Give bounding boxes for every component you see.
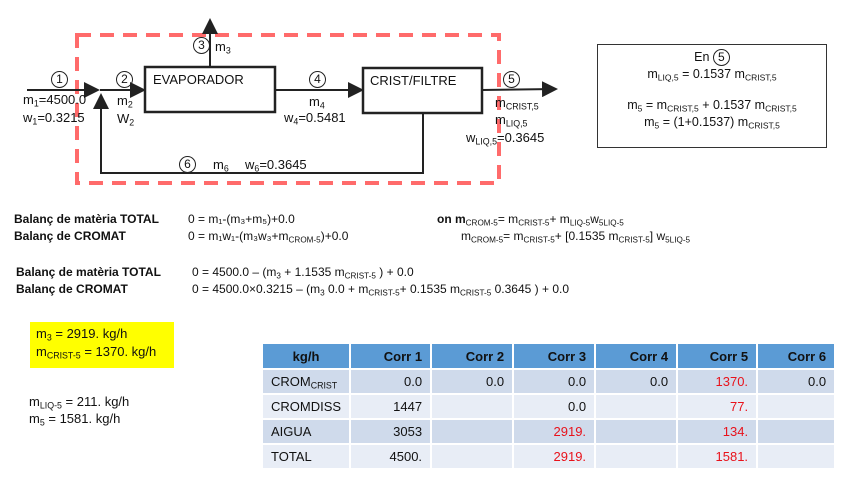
equation-cromat-1: 0 = m₁w₁-(m₃w₃+mCROM-5)+0.0 (188, 229, 349, 245)
table-cell: 1370. (676, 368, 759, 395)
infobox-line-2: m5 = mCRIST,5 + 0.1537 mCRIST,5 (627, 98, 797, 114)
table-cell (756, 393, 837, 420)
table-cell: 0.0 (349, 368, 433, 395)
header-corr-2: Corr 2 (430, 342, 515, 370)
stream-number-1: 1 (51, 71, 68, 88)
evaporator-box (143, 65, 277, 114)
table-cell: 0.0 (512, 368, 597, 395)
result-mliq5: mLIQ-5 = 211. kg/h (29, 394, 130, 411)
stream-5-liq-mass: mLIQ,5 (495, 112, 528, 129)
table-cell: 0.0 (430, 368, 515, 395)
table-cell: 1447 (349, 393, 433, 420)
table-cell (594, 443, 679, 470)
table-cell: 1581. (676, 443, 759, 470)
infobox-title: En 5 (598, 49, 826, 66)
evaporator-label: EVAPORADOR (153, 72, 244, 87)
table-cell: 0.0 (594, 368, 679, 395)
result-m5: m5 = 1581. kg/h (29, 411, 121, 428)
row-label: TOTAL (260, 443, 352, 470)
table-cell: 0.0 (512, 393, 597, 420)
equation-cromat-2: 0 = 4500.0×0.3215 – (m3 0.0 + mCRIST-5+ … (192, 282, 570, 298)
header-corr-5: Corr 5 (676, 342, 759, 370)
table-cell (594, 418, 679, 445)
stream-number-3: 3 (193, 37, 210, 54)
stream-5-crist-mass: mCRIST,5 (495, 95, 539, 112)
solution-highlight (30, 322, 174, 368)
stream-number-5: 5 (503, 71, 520, 88)
stream-number-2: 2 (116, 71, 133, 88)
infobox-line-3: m5 = (1+0.1537) mCRIST,5 (644, 115, 780, 131)
label-total-balance-1: Balanç de matèria TOTAL (14, 212, 159, 226)
stream-number-6: 6 (179, 156, 196, 173)
label-total-balance-2: Balanç de matèria TOTAL (16, 265, 161, 279)
stream-4-fraction: w4=0.5481 (284, 110, 346, 127)
infobox-line-1: mLIQ,5 = 0.1537 mCRIST,5 (647, 67, 777, 83)
stream-6-recycle-line (93, 93, 424, 174)
header-corr-3: Corr 3 (512, 342, 597, 370)
equation-crom5-definition: on mCROM-5= mCRIST-5+ mLIQ-5w5LIQ-5 (437, 212, 624, 228)
row-label: CROMCRIST (260, 368, 352, 395)
stream-6-mass: m6 (213, 157, 229, 174)
equation-total-2: 0 = 4500.0 – (m3 + 1.1535 mCRIST-5 ) + 0… (192, 265, 414, 281)
equation-crom5-expanded: mCROM-5= mCRIST-5+ [0.1535 mCRIST-5] w5L… (461, 229, 691, 245)
equation-total-1: 0 = m₁-(m₃+m₅)+0.0 (188, 212, 295, 226)
stream-3-mass: m3 (215, 39, 231, 56)
table-cell (594, 393, 679, 420)
table-cell: 2919. (512, 443, 597, 470)
row-label: CROMDISS (260, 393, 352, 420)
row-label: AIGUA (260, 418, 352, 445)
result-mcrist5: mCRIST-5 = 1370. kg/h (36, 344, 157, 361)
table-cell (430, 443, 515, 470)
table-header-row: kg/h Corr 1 Corr 2 Corr 3 Corr 4 Corr 5 … (260, 342, 837, 370)
stream-results-table: kg/h Corr 1 Corr 2 Corr 3 Corr 4 Corr 5 … (260, 342, 837, 470)
system-boundary (75, 33, 501, 185)
result-m3: m3 = 2919. kg/h (36, 326, 128, 343)
table-cell (756, 443, 837, 470)
stream-5-liq-fraction: wLIQ,5=0.3645 (466, 130, 545, 147)
stream-6-fraction: w6=0.3645 (245, 157, 307, 174)
stream-number-5-ref: 5 (712, 49, 730, 66)
header-corr-6: Corr 6 (756, 342, 837, 370)
stream-2-mass: m2 (117, 93, 133, 110)
stream-1-fraction: w1=0.3215 (23, 110, 85, 127)
table-cell (430, 393, 515, 420)
table-cell: 2919. (512, 418, 597, 445)
stream-1-mass: m1=4500.0 (23, 92, 87, 109)
table-cell: 3053 (349, 418, 433, 445)
process-flow-diagram (27, 18, 558, 185)
table-cell: 77. (676, 393, 759, 420)
header-units: kg/h (260, 342, 352, 370)
table-cell: 4500. (349, 443, 433, 470)
table-cell: 0.0 (756, 368, 837, 395)
stream-4-mass: m4 (309, 94, 325, 111)
table-cell: 134. (676, 418, 759, 445)
crystallizer-label: CRIST/FILTRE (370, 73, 457, 88)
table-cell (430, 418, 515, 445)
label-cromat-balance-1: Balanç de CROMAT (14, 229, 126, 243)
header-corr-1: Corr 1 (349, 342, 433, 370)
stream-5-line (481, 81, 558, 98)
table-cell (756, 418, 837, 445)
stream-number-4: 4 (309, 71, 326, 88)
label-cromat-balance-2: Balanç de CROMAT (16, 282, 128, 296)
stream-2-fraction: W2 (117, 111, 135, 128)
header-corr-4: Corr 4 (594, 342, 679, 370)
stream-5-relation-box: En 5 mLIQ,5 = 0.1537 mCRIST,5 m5 = mCRIS… (597, 44, 827, 148)
